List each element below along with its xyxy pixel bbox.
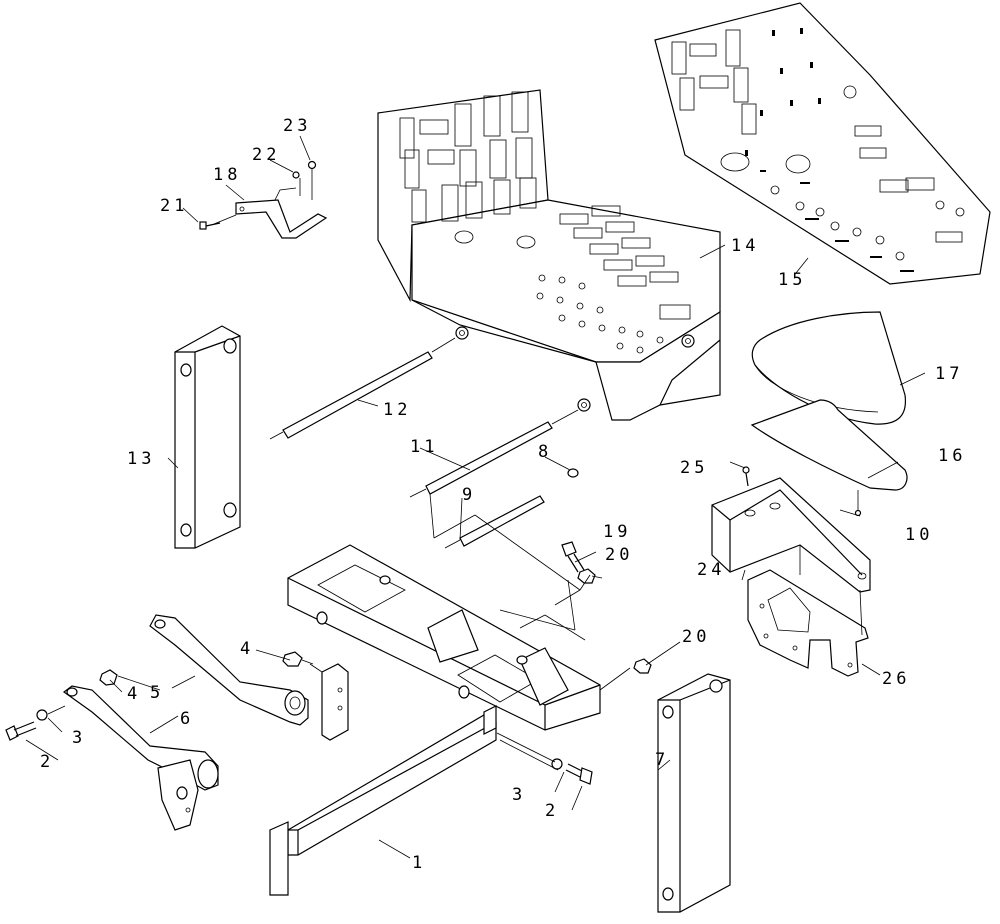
bolt-2-right [565,763,593,785]
leader-lines [25,135,926,859]
label-part-20-upper: 20 [605,545,633,565]
label-part-13: 13 [127,449,155,469]
label-part-18: 18 [213,165,241,185]
label-part-26: 26 [882,669,910,689]
bolt-2-left [5,721,37,741]
upright-bar-13 [174,325,241,549]
arm-5 [149,614,349,741]
label-part-24: 24 [697,560,725,580]
label-part-10: 10 [905,525,933,545]
label-part-22: 22 [252,145,280,165]
arm-6 [62,685,219,831]
screw-21 [199,221,221,230]
label-part-21: 21 [160,196,188,216]
label-part-25: 25 [680,458,708,478]
label-part-12: 12 [383,400,411,420]
rod-12 [269,337,456,440]
label-part-5: 5 [150,683,164,703]
label-part-3-right: 3 [512,785,526,805]
armrest-pad-17 [751,311,906,425]
label-part-8: 8 [538,442,552,462]
label-part-3-left: 3 [72,728,86,748]
nut-4-lower [99,669,118,686]
nut-23 [307,160,317,170]
console-housing [377,89,721,421]
assembly-guide-lines [47,168,863,771]
washer-22 [292,171,300,179]
bracket-24 [711,477,871,593]
bolt-19 [561,541,585,573]
label-part-2-right: 2 [545,801,559,821]
label-part-23: 23 [283,116,311,136]
nut-4-upper [282,651,314,667]
label-part-6: 6 [180,709,194,729]
label-part-2-left: 2 [40,752,54,772]
label-part-9: 9 [462,485,476,505]
console-decal [654,2,991,285]
label-part-1: 1 [412,853,426,873]
nut-20-lower [633,658,652,674]
washer-3-left [36,709,48,721]
part-labels: 1 2 3 2 3 4 4 5 6 7 8 9 10 11 12 13 14 1… [40,116,966,873]
main-frame [287,544,601,731]
bracket-18 [235,187,328,239]
label-part-14: 14 [731,236,759,256]
label-part-7: 7 [655,750,669,770]
label-part-16: 16 [938,446,966,466]
label-part-4-upper: 4 [240,639,254,659]
upright-bar-7 [657,673,731,913]
label-part-11: 11 [410,437,438,457]
label-part-15: 15 [778,270,806,290]
plate-26 [747,569,869,677]
armrest-plate-16 [750,399,908,491]
label-part-17: 17 [935,364,963,384]
screw-25 [742,466,750,487]
rod-11 [409,409,579,498]
label-part-4-lower: 4 [127,684,141,704]
arm-1 [269,705,497,896]
nut-20-upper [577,568,596,584]
label-part-19: 19 [603,522,631,542]
label-part-20-lower: 20 [682,627,710,647]
clip-8 [567,468,579,478]
rod-9 [444,495,545,549]
